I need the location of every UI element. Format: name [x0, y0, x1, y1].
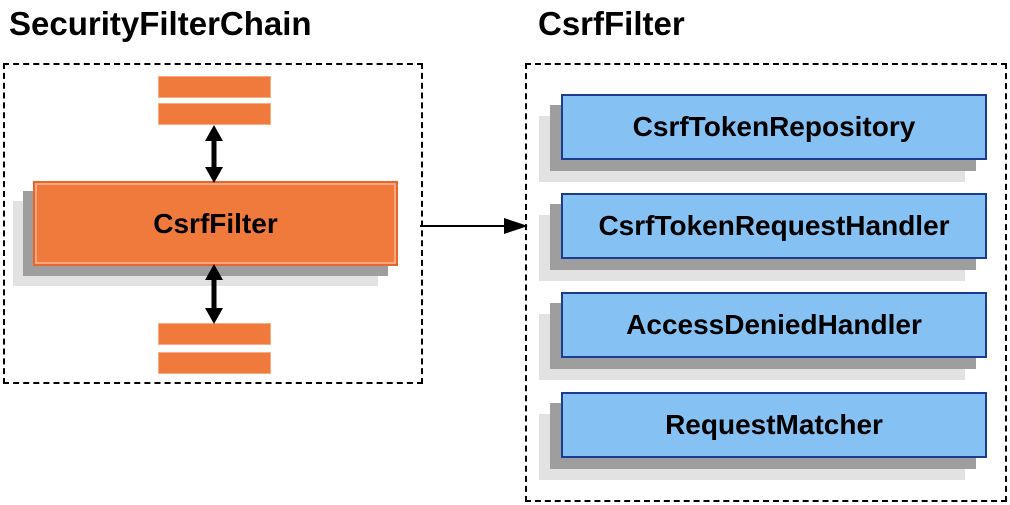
filter-stack-bar — [158, 103, 271, 125]
security-filter-chain-title: SecurityFilterChain — [9, 5, 312, 42]
request-matcher-box: RequestMatcher — [561, 392, 987, 458]
bidirectional-arrow-icon — [205, 125, 223, 183]
access-denied-handler-box: AccessDeniedHandler — [561, 292, 987, 358]
security-filter-chain-panel — [3, 63, 423, 384]
flow-arrow-icon — [420, 218, 528, 234]
bidirectional-arrow-icon — [205, 264, 223, 324]
filter-stack-bar — [158, 323, 271, 345]
csrf-filter-node: CsrfFilter — [33, 181, 398, 266]
filter-stack-bar — [158, 352, 271, 374]
csrf-filter-components-panel — [525, 63, 1007, 502]
filter-stack-bar — [158, 76, 271, 98]
csrf-filter-title: CsrfFilter — [538, 5, 685, 42]
csrf-token-repository-box: CsrfTokenRepository — [561, 94, 987, 160]
csrf-token-request-handler-box: CsrfTokenRequestHandler — [561, 193, 987, 259]
